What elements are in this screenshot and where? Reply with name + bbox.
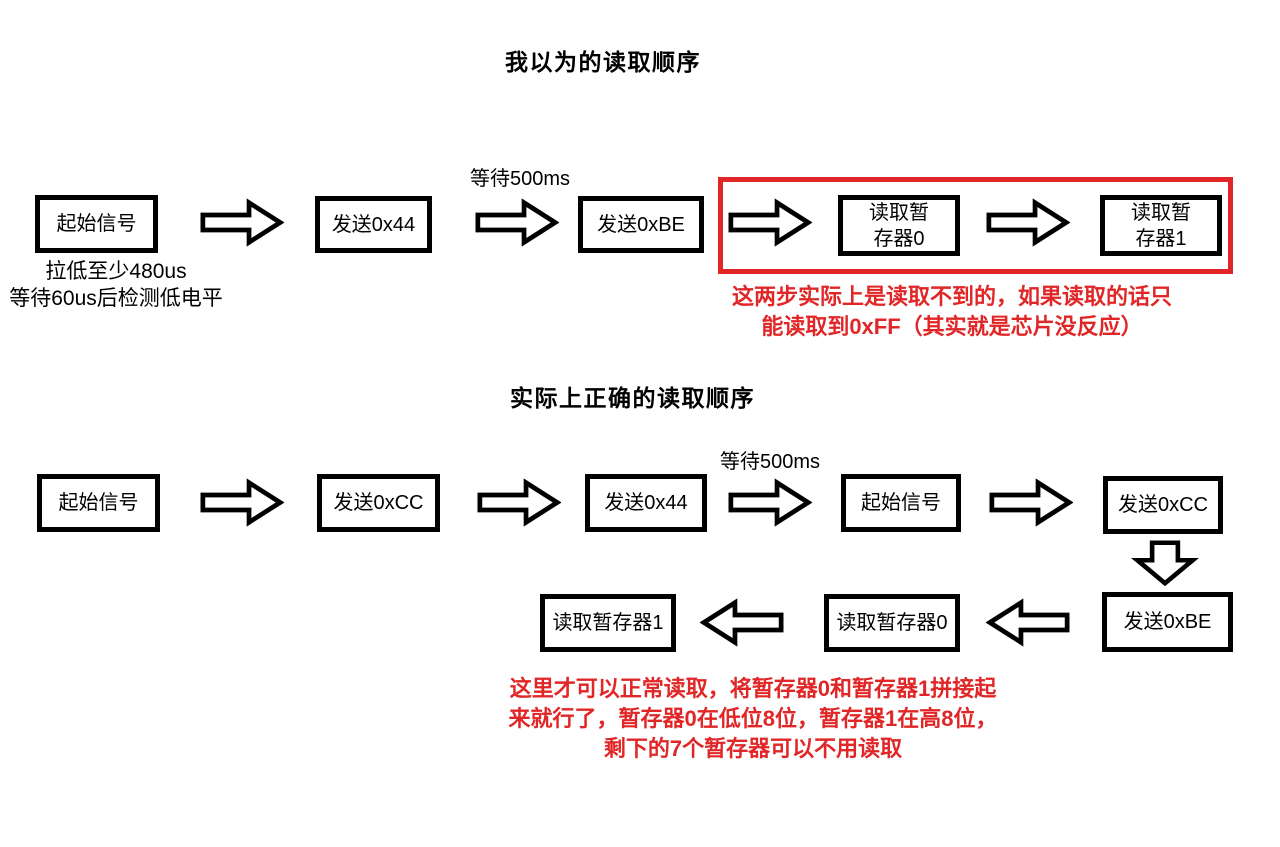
- node-label: 发送0xBE: [597, 213, 685, 236]
- start-note-line1: 拉低至少480us: [45, 260, 187, 283]
- arrow-left-icon: [986, 598, 1071, 647]
- arrow-right-icon: [988, 478, 1073, 527]
- error-note: 这两步实际上是读取不到的，如果读取的话只 能读取到0xFF（其实就是芯片没反应）: [692, 282, 1212, 342]
- arrow-right-icon: [474, 198, 559, 247]
- node-send-0xBE-2: 发送0xBE: [1102, 592, 1233, 652]
- start-note-line2: 等待60us后检测低电平: [9, 287, 223, 311]
- node-label: 发送0x44: [604, 492, 688, 514]
- node-label: 起始信号: [56, 213, 137, 235]
- arrow-right-icon: [985, 198, 1070, 247]
- node-send-0x44-2: 发送0x44: [585, 474, 707, 532]
- node-label: 起始信号: [861, 492, 941, 514]
- diagram1-title: 我以为的读取顺序: [505, 49, 701, 75]
- diagram2-title: 实际上正确的读取顺序: [510, 385, 755, 411]
- node-label-line2: 存器1: [1135, 227, 1187, 250]
- node-read-reg0-1: 读取暂 存器0: [838, 195, 960, 256]
- arrow-left-icon: [700, 598, 785, 647]
- node-read-reg1-2: 读取暂存器1: [540, 594, 676, 652]
- node-send-0xCC-a: 发送0xCC: [317, 474, 440, 532]
- correct-note-line2: 来就行了，暂存器0在低位8位，暂存器1在高8位，: [508, 705, 998, 731]
- node-label: 起始信号: [58, 492, 139, 514]
- error-note-line1: 这两步实际上是读取不到的，如果读取的话只: [731, 284, 1172, 309]
- node-label: 发送0x44: [331, 213, 416, 236]
- start-signal-note: 拉低至少480us 等待60us后检测低电平: [0, 258, 232, 313]
- arrow-right-icon: [199, 198, 284, 247]
- node-label: 发送0xCC: [1117, 494, 1208, 516]
- node-label-line2: 存器0: [873, 227, 925, 250]
- error-highlight-rect: [718, 177, 1233, 274]
- arrow-right-icon: [727, 198, 812, 247]
- node-read-reg1-1: 读取暂 存器1: [1100, 195, 1222, 256]
- node-label: 发送0xBE: [1123, 611, 1212, 633]
- node-send-0xCC-b: 发送0xCC: [1103, 476, 1223, 534]
- node-label: 发送0xCC: [333, 492, 424, 514]
- arrow-right-icon: [199, 478, 284, 527]
- wait-500ms-label-1: 等待500ms: [470, 168, 571, 190]
- node-label: 读取暂存器1: [552, 612, 664, 634]
- arrow-right-icon: [476, 478, 561, 527]
- node-read-reg0-2: 读取暂存器0: [824, 594, 960, 652]
- correct-read-note: 这里才可以正常读取，将暂存器0和暂存器1拼接起 来就行了，暂存器0在低位8位，暂…: [493, 674, 1013, 764]
- correct-note-line1: 这里才可以正常读取，将暂存器0和暂存器1拼接起: [509, 676, 997, 701]
- correct-note-line3: 剩下的7个暂存器可以不用读取: [603, 735, 903, 761]
- arrow-down-icon: [1128, 540, 1202, 586]
- node-start-signal-1: 起始信号: [35, 195, 158, 253]
- node-label-line1: 读取暂: [869, 201, 929, 224]
- node-send-0xBE-1: 发送0xBE: [578, 196, 704, 253]
- node-start-signal-3: 起始信号: [841, 474, 961, 532]
- wait-500ms-label-2: 等待500ms: [720, 451, 821, 473]
- node-start-signal-2: 起始信号: [37, 474, 160, 532]
- arrow-right-icon: [727, 478, 812, 527]
- node-label-line1: 读取暂: [1131, 201, 1191, 224]
- node-label: 读取暂存器0: [836, 612, 948, 634]
- error-note-line2: 能读取到0xFF（其实就是芯片没反应）: [761, 313, 1143, 339]
- node-send-0x44-1: 发送0x44: [315, 196, 432, 253]
